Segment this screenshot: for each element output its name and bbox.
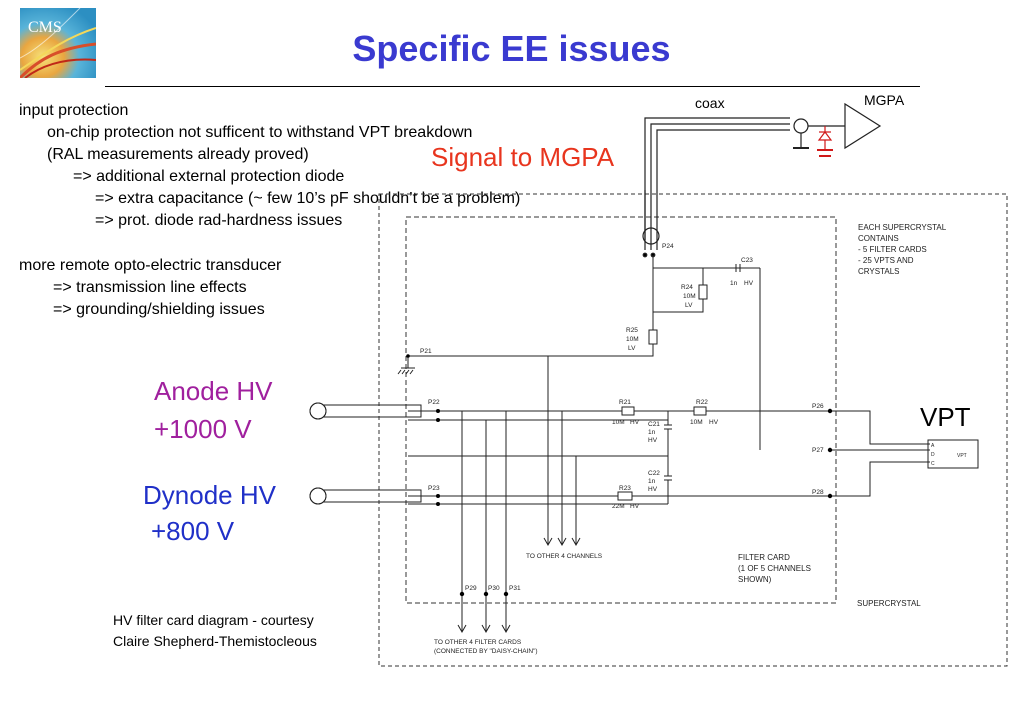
credit-line-1: HV filter card diagram - courtesy	[113, 612, 314, 628]
vpt-label: VPT	[920, 402, 971, 432]
coax-label: coax	[695, 95, 725, 111]
r21-name: R21	[619, 399, 631, 406]
filter-card-box	[405, 216, 837, 604]
other-channels-label: TO OTHER 4 CHANNELS	[526, 553, 603, 560]
bullet-9: => grounding/shielding issues	[53, 301, 265, 318]
pin-p21: P21	[420, 348, 432, 355]
pin-p24: P24	[662, 243, 674, 250]
c21-name: C21	[648, 421, 660, 428]
info-line-1: EACH SUPERCRYSTAL	[858, 223, 947, 232]
filter-card-line-2: (1 OF 5 CHANNELS	[738, 564, 811, 573]
vpt-pin-a: A	[931, 443, 935, 449]
bullet-7: more remote opto-electric transducer	[19, 257, 282, 274]
bullet-6: => prot. diode rad-hardness issues	[95, 212, 343, 229]
vpt-box-label: VPT	[957, 453, 967, 459]
protection-diode	[817, 126, 833, 157]
bullet-8: => transmission line effects	[53, 279, 247, 296]
r21-rating: HV	[630, 419, 640, 426]
bullet-5: => extra capacitance (~ few 10’s pF shou…	[95, 190, 521, 207]
pin-p31: P31	[509, 585, 521, 592]
c22-name: C22	[648, 470, 660, 477]
c21-rating: HV	[648, 437, 658, 444]
info-line-5: CRYSTALS	[858, 267, 900, 276]
info-line-2: CONTAINS	[858, 234, 899, 243]
pin-p22: P22	[428, 399, 440, 406]
dynode-hv-label: Dynode HV	[143, 480, 276, 510]
supercrystal-box	[378, 193, 1008, 667]
pin-p30: P30	[488, 585, 500, 592]
supercrystal-label: SUPERCRYSTAL	[857, 599, 921, 608]
filter-card-line-1: FILTER CARD	[738, 553, 790, 562]
vpt-box	[927, 439, 979, 469]
other-cards-line-2: (CONNECTED BY "DAISY-CHAIN")	[434, 648, 538, 655]
pin-p26: P26	[812, 403, 824, 410]
cms-logo: CMS	[18, 7, 97, 80]
r21-value: 10M	[612, 419, 625, 426]
pin-p27: P27	[812, 447, 824, 454]
r22-rating: HV	[709, 419, 719, 426]
r25-rating: LV	[628, 345, 636, 352]
c23-rating: HV	[744, 280, 754, 287]
bullet-3: (RAL measurements already proved)	[47, 146, 309, 163]
mgpa-amplifier	[844, 102, 882, 150]
vpt-pin-c: C	[931, 461, 935, 467]
c22-rating: HV	[648, 486, 658, 493]
c22-value: 1n	[648, 478, 656, 485]
coax-connector	[793, 118, 809, 134]
info-line-4: - 25 VPTS AND	[858, 256, 914, 265]
r25-value: 10M	[626, 336, 639, 343]
title-divider	[105, 86, 920, 87]
mgpa-label: MGPA	[864, 92, 905, 108]
other-cards-line-1: TO OTHER 4 FILTER CARDS	[434, 639, 522, 646]
pin-p28: P28	[812, 489, 824, 496]
c23-value: 1n	[730, 280, 738, 287]
r25-name: R25	[626, 327, 638, 334]
c23-name: C23	[741, 257, 753, 264]
info-line-3: - 5 FILTER CARDS	[858, 245, 927, 254]
r23-value: 22M	[612, 503, 625, 510]
bullet-4: => additional external protection diode	[73, 168, 345, 185]
bullet-1: input protection	[19, 102, 129, 119]
r24-rating: LV	[685, 302, 693, 309]
r22-name: R22	[696, 399, 708, 406]
anode-hv-label: Anode HV	[154, 376, 273, 406]
r24-value: 10M	[683, 293, 696, 300]
pin-p29: P29	[465, 585, 477, 592]
bullet-2: on-chip protection not sufficent to with…	[47, 124, 473, 141]
pin-p23: P23	[428, 485, 440, 492]
r22-value: 10M	[690, 419, 703, 426]
vpt-pin-d: D	[931, 452, 935, 458]
r24-name: R24	[681, 284, 693, 291]
credit-line-2: Claire Shepherd-Themistocleous	[113, 633, 317, 649]
signal-label: Signal to MGPA	[431, 142, 615, 172]
r23-name: R23	[619, 485, 631, 492]
filter-card-line-3: SHOWN)	[738, 575, 772, 584]
logo-text: CMS	[28, 19, 62, 36]
dynode-voltage-label: +800 V	[151, 516, 235, 546]
r23-rating: HV	[630, 503, 640, 510]
anode-voltage-label: +1000 V	[154, 414, 252, 444]
page-title: Specific EE issues	[352, 28, 671, 69]
c21-value: 1n	[648, 429, 656, 436]
p24-connector	[642, 227, 660, 245]
